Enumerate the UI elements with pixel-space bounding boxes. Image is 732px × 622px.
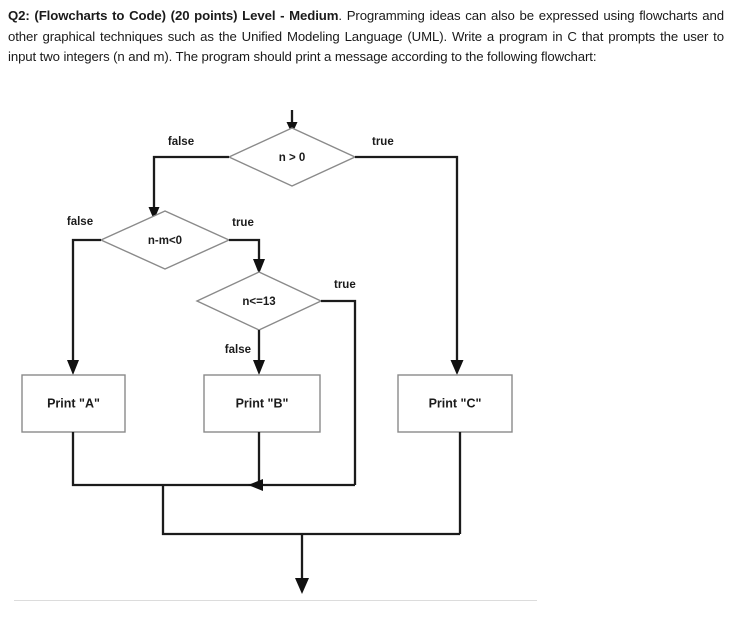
question-block: Q2: (Flowcharts to Code) (20 points) Lev… [8, 6, 724, 68]
process-label-1: Print "A" [47, 396, 100, 410]
edge-d3-true: true [321, 279, 357, 485]
arrow-head-icon [148, 207, 160, 220]
question-body: . Programming ideas can also be expresse… [8, 8, 725, 64]
edge-final-exit [295, 534, 309, 594]
arrow-head-icon [295, 578, 309, 594]
rect-shape [21, 374, 126, 433]
flowchart-svg: n > 0 false true n-m<0 false [21, 110, 513, 594]
decision-node-n-gt-0: n > 0 [227, 127, 357, 187]
footer-divider [14, 600, 537, 601]
edge-d1-true: true [355, 136, 464, 375]
question-text: Q2: (Flowcharts to Code) (20 points) Lev… [8, 6, 724, 68]
diamond-shape [227, 127, 357, 187]
process-label-2: Print "B" [236, 396, 289, 410]
rect-shape [203, 374, 321, 433]
edge-d1-false: false [148, 136, 229, 220]
arrow-head-icon [253, 360, 265, 375]
arrow-head-icon [67, 360, 79, 375]
edge-label-d1-false: false [168, 136, 194, 148]
arrow-head-icon [248, 479, 263, 491]
decision-label-3: n<=13 [242, 296, 275, 308]
diamond-shape [99, 210, 231, 270]
edge-label-d3-false: false [225, 344, 251, 356]
process-label-3: Print "C" [429, 396, 482, 410]
edge-lower-merge [161, 485, 460, 536]
flowchart-diagram: n > 0 false true n-m<0 false [0, 104, 540, 604]
edge-label-d1-true: true [372, 136, 394, 148]
edge-d2-false: false [67, 216, 101, 375]
arrow-head-icon [450, 360, 464, 375]
decision-label-1: n > 0 [279, 152, 306, 164]
process-node-print-a: Print "A" [21, 374, 126, 433]
arrow-head-icon [253, 259, 265, 274]
process-node-print-c: Print "C" [397, 374, 513, 433]
edge-label-d2-true: true [232, 217, 254, 229]
process-node-print-b: Print "B" [203, 374, 321, 433]
decision-node-n-m-lt-0: n-m<0 [99, 210, 231, 270]
edge-d3-false: false [225, 330, 265, 375]
decision-node-n-le-13: n<=13 [195, 271, 323, 331]
decision-label-2: n-m<0 [148, 235, 182, 247]
question-label: Q2: (Flowcharts to Code) (20 points) Lev… [8, 8, 339, 23]
edge-print-a-exit [71, 432, 355, 487]
edge-d2-true: true [229, 217, 265, 274]
edge-label-d2-false: false [67, 216, 93, 228]
edge-label-d3-true: true [334, 279, 356, 291]
rect-shape [397, 374, 513, 433]
